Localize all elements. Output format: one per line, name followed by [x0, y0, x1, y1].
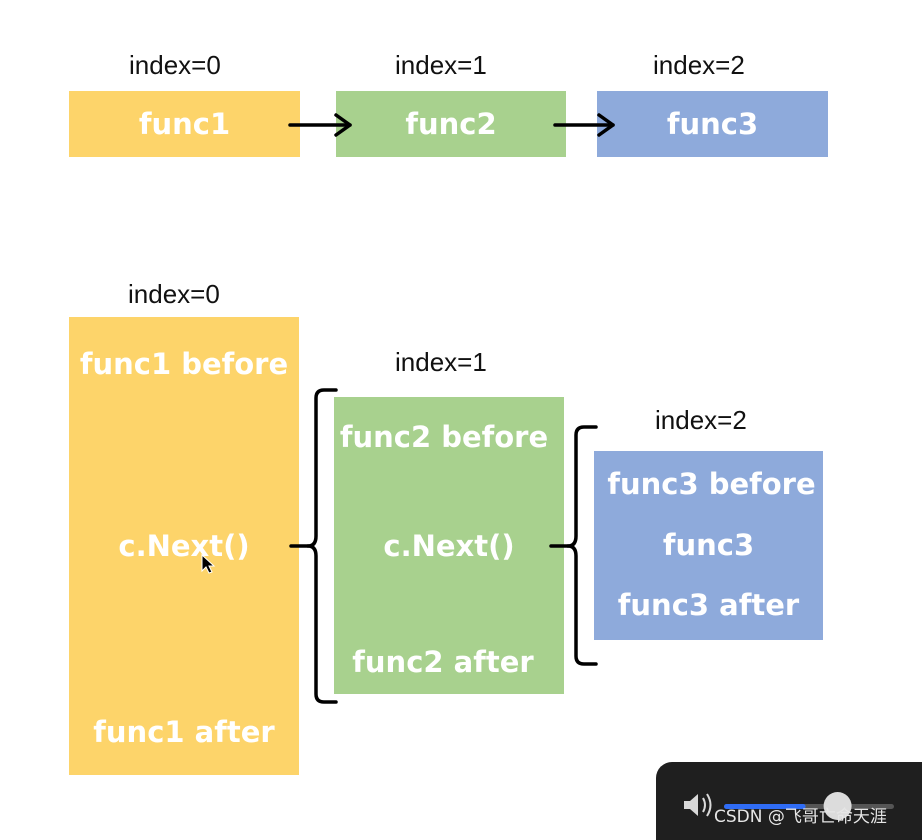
- bottom-index-2-label: index=2: [655, 405, 747, 435]
- func2-next-label: c.Next(): [383, 529, 515, 563]
- func3-before-label: func3 before: [607, 467, 816, 501]
- func1-next-label: c.Next(): [118, 529, 250, 563]
- func2-block: [334, 397, 564, 694]
- arrow-func1-to-func2: [288, 113, 352, 137]
- func3-after-label: func3 after: [617, 588, 800, 622]
- brace-func3: [549, 425, 598, 666]
- top-index-1-label: index=1: [395, 50, 487, 80]
- top-index-2-label: index=2: [653, 50, 745, 80]
- func1-after-label: func1 after: [93, 715, 275, 749]
- volume-fill: [724, 804, 806, 809]
- brace-func2: [289, 388, 338, 704]
- func1-block: [69, 317, 299, 775]
- top-func1-label: func1: [138, 107, 231, 141]
- top-func3-box: [597, 91, 828, 157]
- func1-before-label: func1 before: [79, 347, 289, 381]
- top-func2-label: func2: [405, 107, 497, 141]
- bottom-index-1-label: index=1: [395, 347, 487, 377]
- func3-block: [594, 451, 823, 640]
- top-func3-label: func3: [666, 107, 759, 141]
- arrow-func2-to-func3: [553, 113, 615, 137]
- top-index-0-label: index=0: [129, 50, 221, 80]
- video-player-bar: [656, 762, 922, 840]
- top-func1-box: [69, 91, 300, 157]
- volume-knob[interactable]: [823, 792, 852, 820]
- bottom-index-0-label: index=0: [128, 279, 220, 309]
- top-func2-box: [336, 91, 566, 157]
- func3-body-label: func3: [662, 528, 755, 562]
- speaker-icon[interactable]: [684, 793, 712, 817]
- mouse-cursor-icon: [201, 553, 216, 574]
- func2-after-label: func2 after: [352, 645, 534, 679]
- func2-before-label: func2 before: [339, 420, 549, 454]
- csdn-watermark: CSDN @飞哥亡命天涯: [714, 807, 887, 827]
